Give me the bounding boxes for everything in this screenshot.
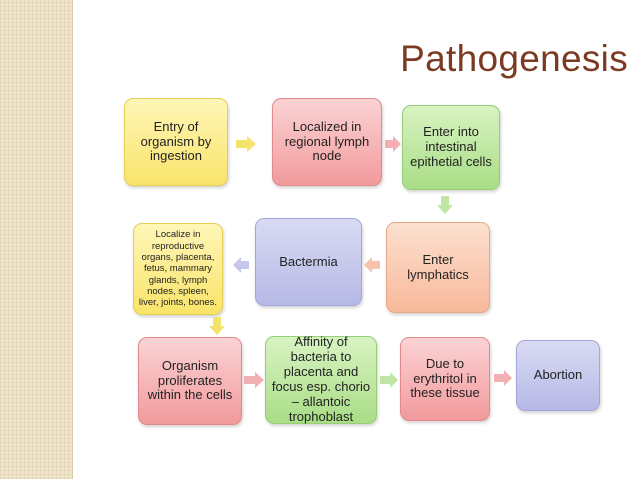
arrow-left-2	[233, 257, 249, 273]
node-abortion: Abortion	[516, 340, 600, 411]
arrow-right-5	[494, 370, 512, 386]
node-erythritol: Due to erythritol in these tissue	[400, 337, 490, 421]
node-affinity: Affinity of bacteria to placenta and foc…	[265, 334, 377, 424]
node-entry: Entry of organism by ingestion	[124, 98, 228, 186]
node-enter-epithelial: Enter into intestinal epithetial cells	[402, 105, 500, 190]
node-enter-lymphatics: Enter lymphatics	[386, 222, 490, 313]
node-bactermia: Bactermia	[255, 218, 362, 306]
arrow-down-1	[437, 196, 453, 214]
arrow-down-2	[209, 317, 225, 335]
decorative-side-strip	[0, 0, 73, 479]
node-localized-lymph: Localized in regional lymph node	[272, 98, 382, 186]
arrow-right-1	[236, 136, 256, 152]
arrow-right-2	[385, 136, 401, 152]
node-localize-reproductive: Localize in reproductive organs, placent…	[133, 223, 223, 315]
page-title: Pathogenesis	[400, 38, 628, 79]
arrow-right-4	[380, 372, 398, 388]
node-proliferates: Organism proliferates within the cells	[138, 337, 242, 425]
arrow-right-3	[244, 372, 264, 388]
arrow-left-1	[364, 257, 380, 273]
